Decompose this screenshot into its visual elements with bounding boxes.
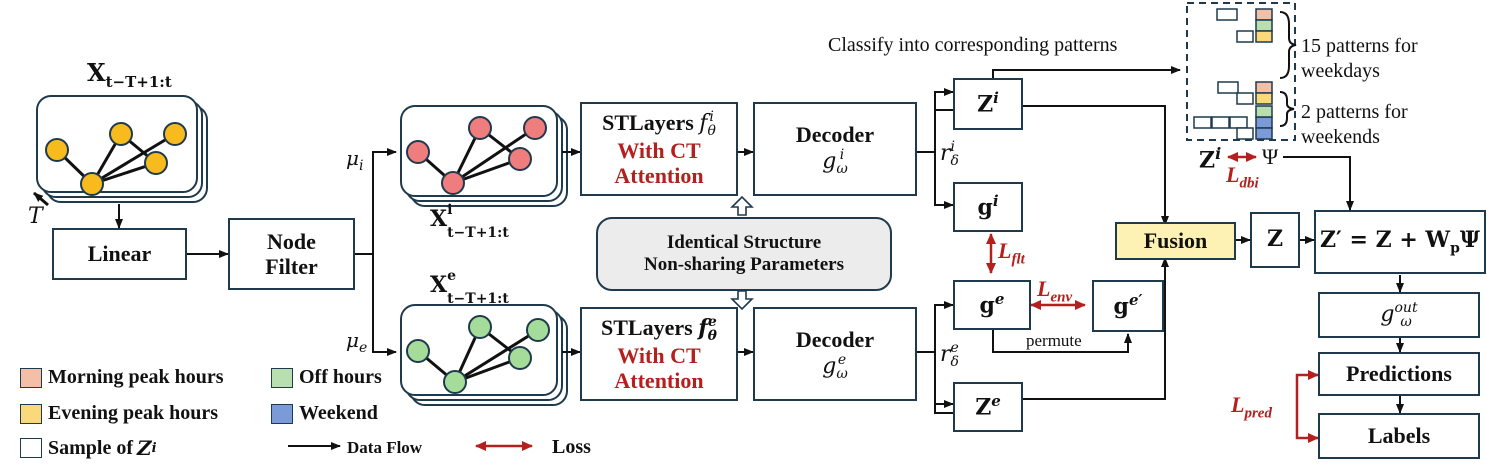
- legend-data-flow: Data Flow: [347, 438, 423, 457]
- pattern-panel: [1186, 2, 1296, 141]
- graph-node: [468, 116, 492, 140]
- legend-evening-swatch: [20, 403, 42, 424]
- legend-weekend-swatch: [271, 403, 293, 424]
- graph-node: [406, 140, 430, 164]
- input-x-label: Xt−T+1:t: [87, 58, 172, 91]
- legend-off: Off hours: [271, 366, 382, 389]
- legend-weekend: Weekend: [271, 402, 378, 425]
- graph-node: [468, 315, 492, 339]
- graph-node: [443, 370, 467, 394]
- data-flow-arrows: [115, 66, 1404, 414]
- loss-arrows: [986, 152, 1319, 443]
- g-internal-box: gi: [953, 182, 1023, 232]
- zi-psi-left-label: Zi: [1199, 144, 1222, 174]
- graph-node: [508, 147, 532, 171]
- internal-graph-stack: [400, 105, 568, 207]
- z-internal-box: Zi: [953, 78, 1023, 130]
- graph-node: [441, 171, 465, 195]
- legend-off-swatch: [271, 367, 293, 388]
- pattern-samples: [1193, 8, 1273, 140]
- loss-flt-label: Lflt: [998, 238, 1025, 268]
- legend-loss: Loss: [552, 436, 591, 458]
- graph-node: [144, 151, 168, 175]
- loss-env-label: Lenv: [1037, 276, 1073, 306]
- fusion-box: Fusion: [1115, 222, 1236, 260]
- graph-node: [80, 172, 104, 196]
- mu-i-label: μi: [346, 146, 364, 174]
- z-fused-box: Z: [1250, 212, 1300, 268]
- legend-sample-swatch: [20, 438, 42, 458]
- graph-node: [109, 122, 133, 146]
- classify-label: Classify into corresponding patterns: [828, 34, 1118, 56]
- graph-node: [523, 116, 547, 140]
- legend-morning: Morning peak hours: [20, 366, 224, 389]
- time-axis-label: T: [28, 204, 43, 229]
- graph-node: [526, 318, 550, 342]
- z-prime-box: Z′ = Z + WpΨ: [1314, 210, 1486, 274]
- shared-structure-arrows: [730, 195, 754, 311]
- input-graph-stack: [36, 95, 208, 203]
- g-external-box: ge: [953, 280, 1031, 330]
- mu-e-label: μe: [346, 328, 368, 356]
- z-external-box: Ze: [953, 382, 1023, 432]
- loss-dbi-label: Ldbi: [1226, 162, 1259, 192]
- graph-node: [508, 346, 532, 370]
- external-graph-stack: [400, 304, 568, 406]
- graph-node: [163, 122, 187, 146]
- linear-box: Linear: [52, 228, 187, 280]
- legend-evening: Evening peak hours: [20, 402, 218, 425]
- psi-label: Ψ: [1262, 144, 1279, 169]
- graph-node: [406, 339, 430, 363]
- g-external-permuted-box: ge′: [1092, 280, 1164, 332]
- loss-pred-label: Lpred: [1231, 392, 1272, 422]
- graph-node: [45, 138, 69, 162]
- permute-label: permute: [1026, 331, 1082, 350]
- predictions-box: Predictions: [1318, 352, 1480, 396]
- legend-morning-swatch: [20, 367, 42, 388]
- labels-box: Labels: [1318, 413, 1480, 459]
- pattern-braces: [1279, 11, 1297, 127]
